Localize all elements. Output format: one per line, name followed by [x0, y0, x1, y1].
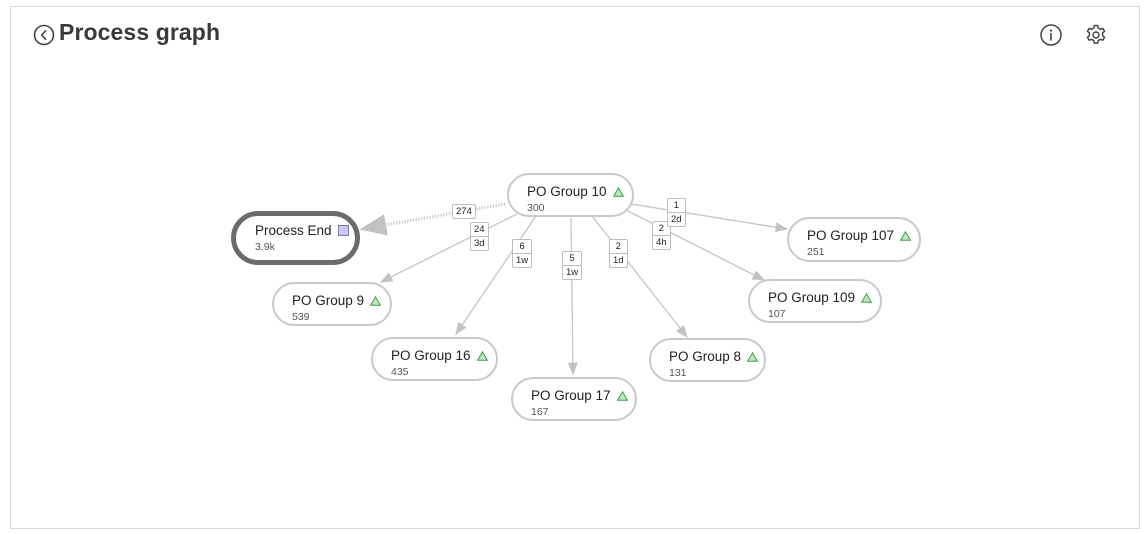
- node-count: 435: [391, 366, 409, 378]
- start-triangle-icon: [476, 350, 488, 361]
- info-button[interactable]: [1038, 22, 1064, 48]
- start-triangle-icon: [861, 292, 873, 303]
- edge-duration: 4h: [653, 235, 670, 249]
- edge-count: 2: [615, 241, 621, 252]
- node-name: PO Group 8: [669, 349, 764, 364]
- back-button[interactable]: [33, 24, 55, 46]
- node-count: 131: [669, 367, 687, 379]
- node-name-text: Process End: [255, 223, 332, 238]
- node-count: 539: [292, 311, 310, 323]
- node-name-text: PO Group 9: [292, 293, 365, 308]
- node-count: 251: [807, 246, 825, 258]
- node-name-text: PO Group 107: [807, 228, 895, 243]
- node-name-text: PO Group 8: [669, 349, 742, 364]
- node-name: PO Group 9: [292, 293, 390, 308]
- node-end[interactable]: Process End 3.9k: [231, 211, 360, 265]
- edge-g10-to-g17[interactable]: [567, 217, 578, 376]
- edge-g10-to-g109[interactable]: [623, 208, 766, 281]
- start-triangle-icon: [900, 230, 912, 241]
- node-count: 167: [531, 406, 549, 418]
- edge-label-g10-to-end[interactable]: 274: [452, 204, 476, 219]
- node-g10[interactable]: PO Group 10 300: [507, 173, 634, 217]
- end-square-icon: [337, 225, 349, 236]
- node-g16[interactable]: PO Group 16 435: [371, 337, 498, 381]
- start-triangle-icon: [370, 295, 382, 306]
- edge-count: 274: [456, 206, 472, 217]
- start-triangle-icon: [747, 351, 759, 362]
- node-name: PO Group 107: [807, 228, 919, 243]
- settings-button[interactable]: [1083, 22, 1109, 48]
- node-name-text: PO Group 16: [391, 348, 471, 363]
- node-g109[interactable]: PO Group 109 107: [748, 279, 882, 323]
- edge-g10-to-g8[interactable]: [591, 215, 688, 338]
- start-triangle-icon: [612, 186, 624, 197]
- gear-icon: [1086, 24, 1106, 44]
- edge-count: 6: [519, 241, 525, 252]
- info-circle-icon: [1040, 24, 1062, 46]
- edge-g10-to-g107[interactable]: [630, 203, 789, 233]
- edge-g10-to-g9[interactable]: [379, 213, 518, 283]
- node-name: PO Group 16: [391, 348, 496, 363]
- node-name-text: PO Group 10: [527, 184, 607, 199]
- edge-g10-to-g16[interactable]: [455, 215, 537, 336]
- edge-duration: 1w: [513, 253, 532, 267]
- page-title: Process graph: [59, 19, 221, 45]
- node-g8[interactable]: PO Group 8 131: [649, 338, 766, 382]
- edge-count: 5: [569, 253, 575, 264]
- node-name-text: PO Group 109: [768, 290, 856, 305]
- node-name: PO Group 10: [527, 184, 632, 199]
- node-count: 107: [768, 308, 786, 320]
- chevron-left-circle-icon: [33, 24, 55, 46]
- node-name: PO Group 17: [531, 388, 635, 403]
- edge-count: 24: [474, 224, 485, 235]
- node-g9[interactable]: PO Group 9 539: [272, 282, 392, 326]
- node-name-text: PO Group 17: [531, 388, 611, 403]
- edge-count: 1: [673, 200, 679, 211]
- edge-count: 2: [658, 223, 664, 234]
- edge-duration: 2d: [668, 212, 685, 226]
- edge-duration: 1w: [563, 265, 582, 279]
- edge-duration: 1d: [610, 253, 627, 267]
- node-g17[interactable]: PO Group 17 167: [511, 377, 637, 421]
- edge-duration: 3d: [471, 236, 488, 250]
- node-g107[interactable]: PO Group 107 251: [787, 217, 921, 262]
- edge-g10-to-end[interactable]: [359, 202, 506, 236]
- node-count: 3.9k: [255, 241, 275, 253]
- node-count: 300: [527, 202, 545, 214]
- node-name: Process End: [255, 223, 355, 238]
- start-triangle-icon: [616, 390, 628, 401]
- node-name: PO Group 109: [768, 290, 880, 305]
